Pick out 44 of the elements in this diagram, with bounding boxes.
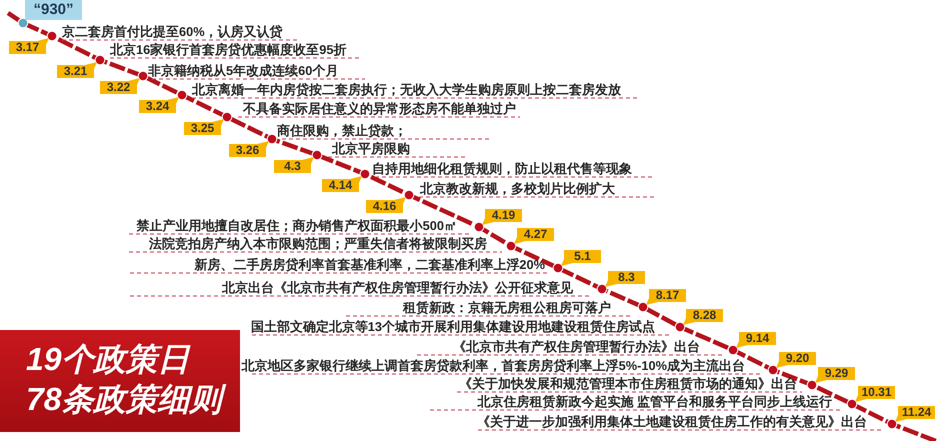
date-tag: 8.17 [646, 289, 686, 305]
event-text: 《北京市共有产权住房管理暂行办法》出台 [453, 340, 700, 354]
event-text: 租赁新政：京籍无房租公租房可落户 [403, 301, 611, 315]
date-tag: 4.3 [274, 157, 314, 173]
event-text: 北京离婚一年内房贷按二套房执行；无收入大学生购房原则上按二套房发放 [192, 83, 621, 97]
event-text: 《关于加快发展和规范管理本市住房租赁市场的通知》出台 [459, 377, 797, 391]
event-text: 不具备实际居住意义的异常形态房不能单独过户 [243, 102, 516, 116]
event-text: 非京籍纳税从5年改成连续60个月 [148, 64, 338, 78]
date-tag: 9.20 [776, 352, 816, 368]
event-text: 法院竞拍房产纳入本市限购范围；严重失信者将被限制买房 [149, 237, 487, 251]
event-text: 国土部文确定北京等13个城市开展利用集体建设用地建设租赁住房试点 [250, 320, 655, 334]
event-text: 北京地区多家银行继续上调首套房贷款利率，首套房房贷利率上浮5%-10%成为主流出台 [242, 359, 745, 373]
event-text: 北京16家银行首套房贷优惠幅度收至95折 [110, 43, 346, 57]
event-text: 北京教改新规，多校划片比例扩大 [420, 182, 615, 196]
date-tag: 3.21 [57, 62, 97, 78]
date-tag: 4.27 [514, 228, 554, 244]
date-tag: 3.22 [100, 78, 140, 94]
date-tag: 5.1 [561, 250, 601, 266]
summary-text: 78条政策细则 [22, 379, 231, 419]
summary-text: 19个政策日 [25, 340, 192, 379]
date-tag: 4.16 [366, 197, 406, 213]
date-tag: 3.26 [229, 141, 269, 157]
date-tag: 11.24 [895, 406, 935, 422]
date-tag: 4.14 [322, 176, 362, 192]
event-text: 禁止产业用地擅自改居住；商办销售产权面积最小500㎡ [136, 219, 457, 233]
date-tag: 8.3 [605, 271, 645, 287]
date-tag: 9.29 [815, 367, 855, 383]
event-text: 北京平房限购 [332, 142, 410, 156]
summary-panel [0, 330, 240, 432]
date-tag: 4.19 [482, 209, 522, 225]
event-text: 京二套房首付比提至60%，认房又认贷 [62, 25, 283, 39]
event-text: 新房、二手房房贷利率首套基准利率，二套基准利率上浮20% [194, 258, 545, 272]
event-text: 北京出台《北京市共有产权住房管理暂行办法》公开征求意见 [222, 281, 573, 295]
event-text: 《关于进一步加强利用集体土地建设租赁住房工作的有关意见》出台 [477, 415, 867, 429]
event-text: 自持用地细化租赁规则，防止以租代售等现象 [372, 162, 632, 176]
date-tag: 3.25 [184, 119, 224, 135]
event-text: 北京住房租赁新政今起实施 监管平台和服务平台同步上线运行 [477, 395, 832, 409]
start-tag: “930” [25, 0, 82, 20]
date-tag: 3.17 [9, 38, 49, 54]
date-tag: 10.31 [855, 386, 895, 402]
event-text: 商住限购，禁止贷款； [277, 124, 407, 138]
date-tag: 3.24 [139, 97, 179, 113]
date-tag: 8.28 [683, 309, 723, 325]
date-tag: 9.14 [736, 332, 776, 348]
